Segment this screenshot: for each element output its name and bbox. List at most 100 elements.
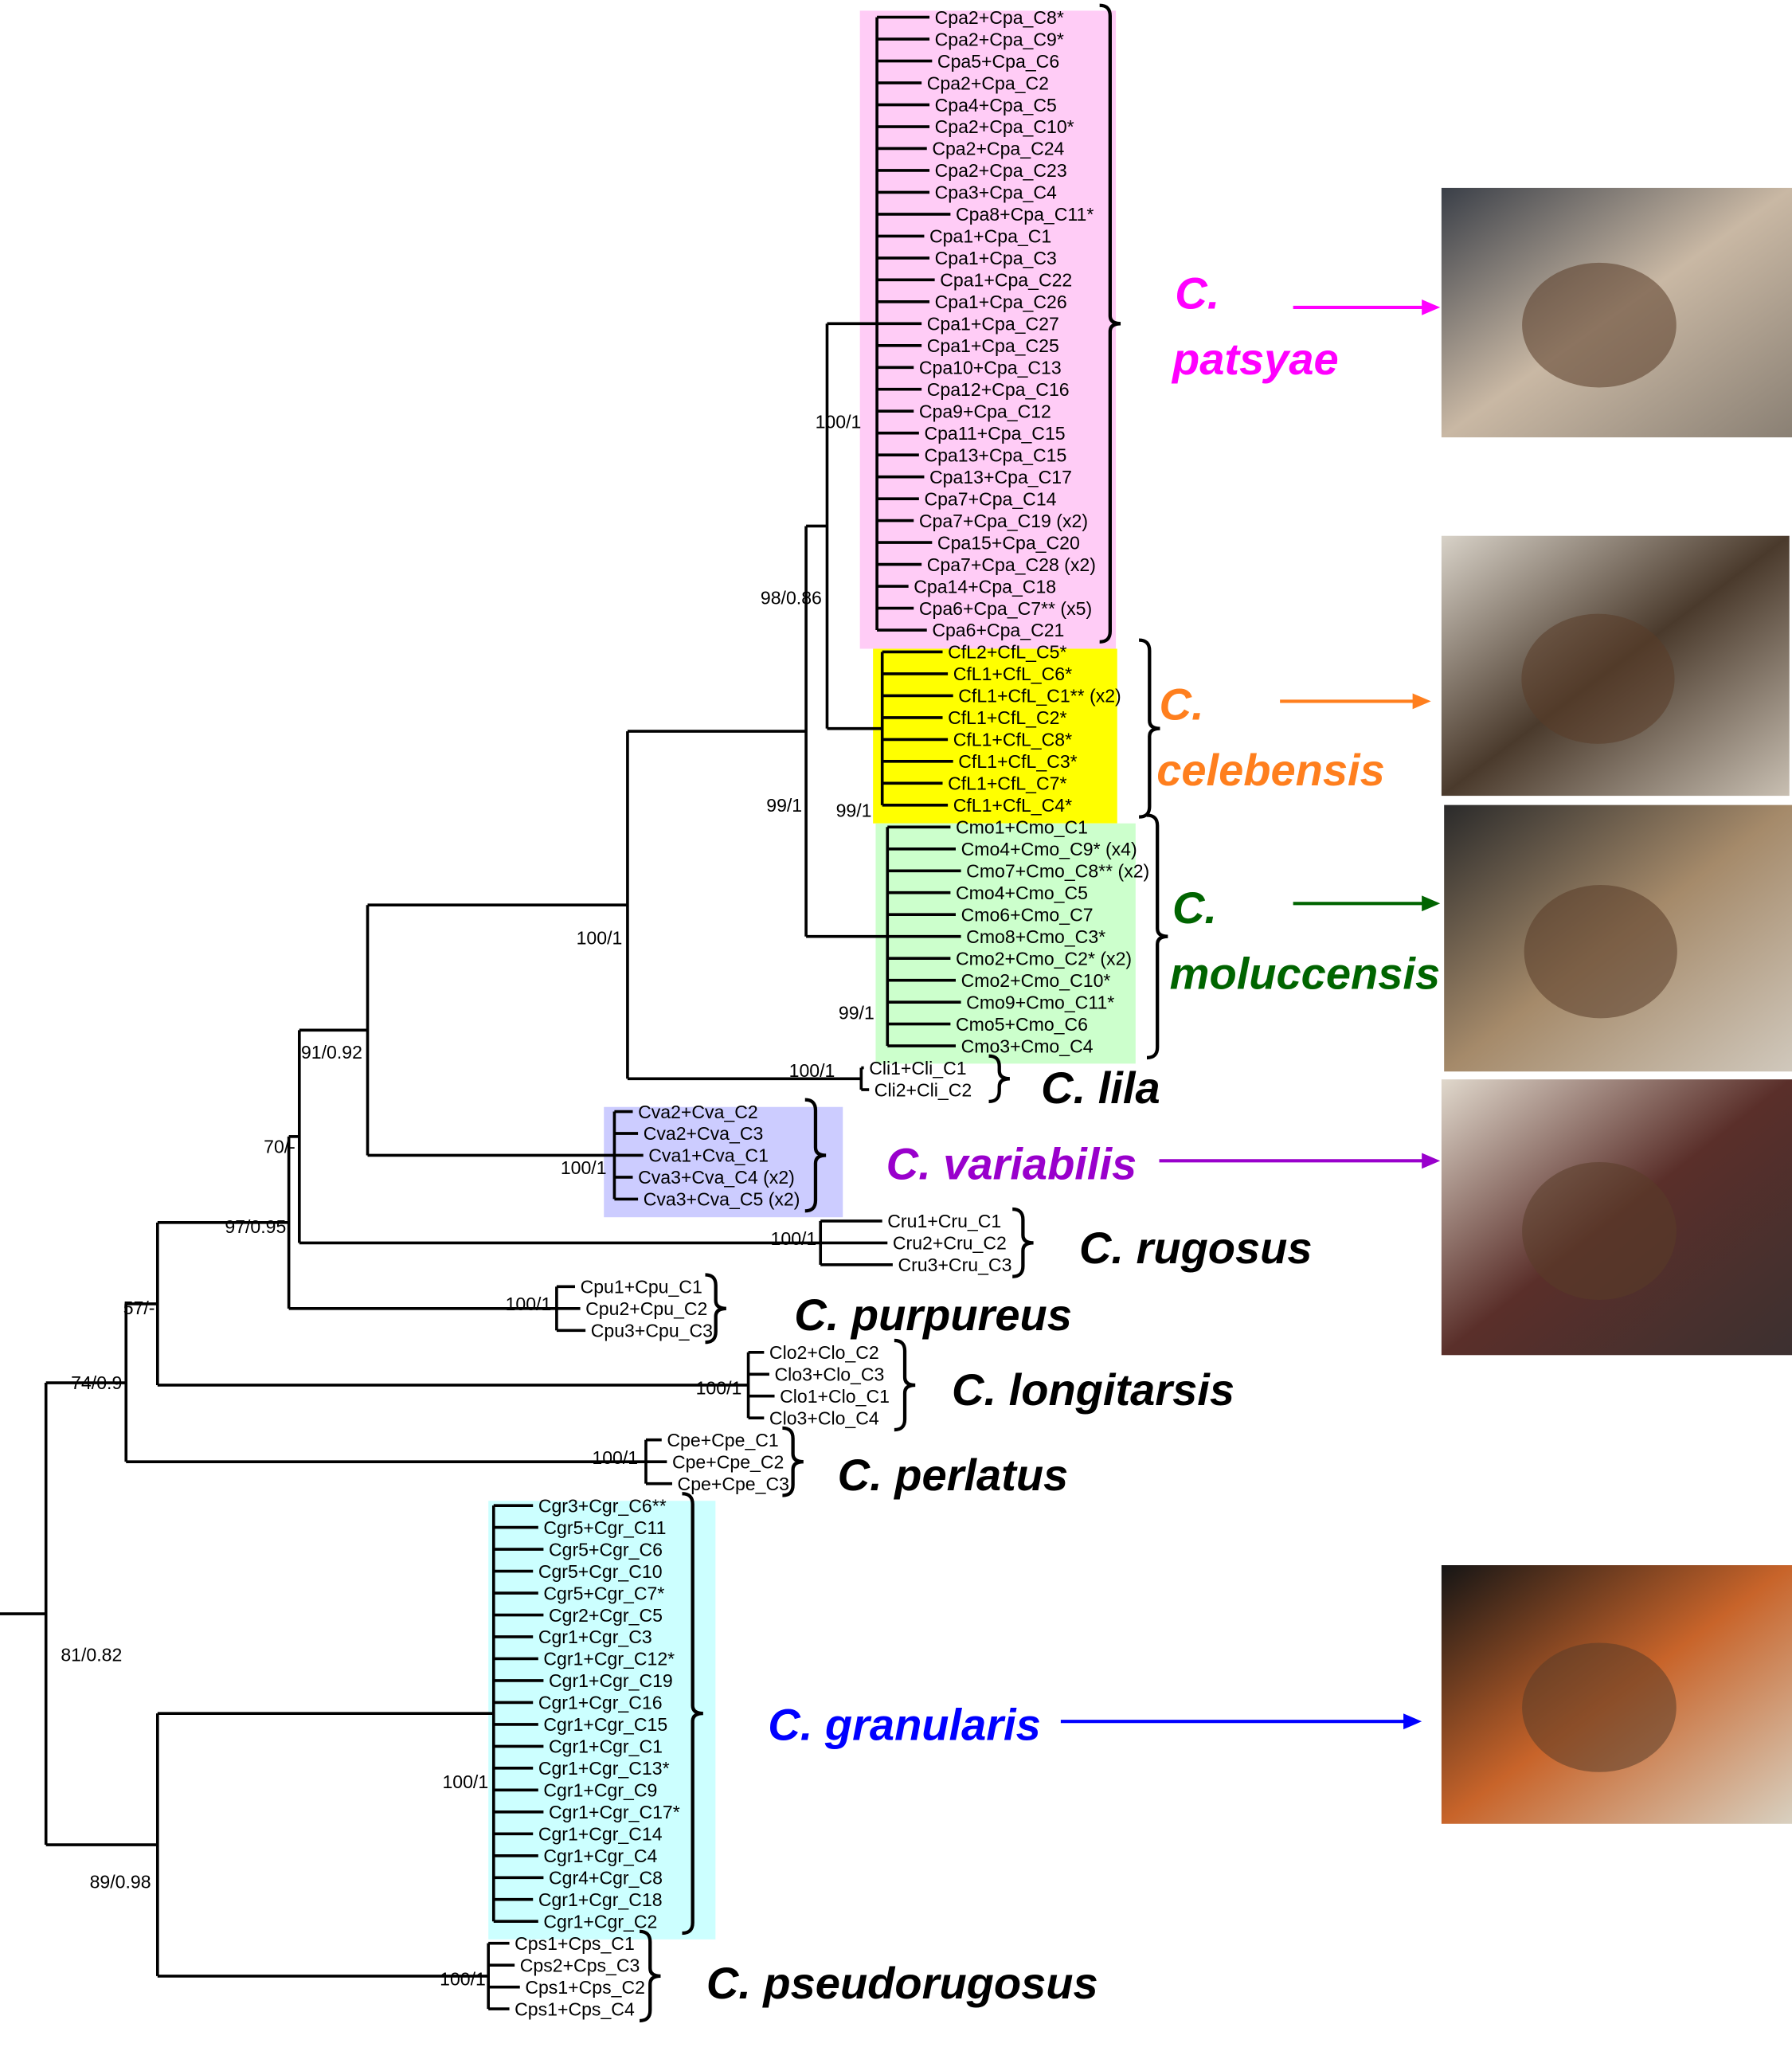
leaf-label: Clo2+Clo_C2 bbox=[769, 1342, 879, 1363]
support-value-perlatus: 100/1 bbox=[592, 1447, 638, 1468]
leaf-label: Cpe+Cpe_C1 bbox=[667, 1430, 778, 1450]
leaf-label: Cpu1+Cpu_C1 bbox=[581, 1277, 702, 1298]
support-value-rugosus: 100/1 bbox=[771, 1228, 817, 1249]
leaf-label: Cgr5+Cgr_C10 bbox=[538, 1561, 663, 1582]
species-label-moluccensis: C. bbox=[1172, 883, 1217, 933]
brace-purpureus bbox=[705, 1273, 726, 1345]
brace-lila bbox=[988, 1054, 1010, 1104]
leaf-label: Cpa13+Cpa_C17 bbox=[929, 467, 1072, 487]
leaf-label: Cpa2+Cpa_C23 bbox=[935, 160, 1067, 181]
leaf-label: Cmo1+Cmo_C1 bbox=[956, 817, 1088, 838]
leaf-label: Cmo5+Cmo_C6 bbox=[956, 1014, 1088, 1035]
leaf-label: CfL1+CfL_C3* bbox=[958, 751, 1077, 772]
support-value-longitarsis: 100/1 bbox=[696, 1378, 742, 1399]
leaf-label: Cpa2+Cpa_C24 bbox=[932, 139, 1064, 159]
arrow-head-granularis bbox=[1403, 1713, 1422, 1730]
hermit-crab-image bbox=[1522, 1161, 1677, 1301]
leaf-label: Cpa6+Cpa_C7** (x5) bbox=[919, 598, 1092, 619]
leaf-label: Cps2+Cps_C3 bbox=[520, 1955, 640, 1975]
leaf-label: Cgr1+Cgr_C17* bbox=[549, 1802, 680, 1822]
leaf-label: Cpa1+Cpa_C3 bbox=[935, 248, 1057, 268]
leaf-label: Cpu2+Cpu_C2 bbox=[585, 1298, 707, 1319]
leaf-label: Cru3+Cru_C3 bbox=[898, 1255, 1011, 1275]
leaf-label: Cpa10+Cpa_C13 bbox=[919, 358, 1062, 378]
species-label-celebensis: C. bbox=[1159, 679, 1203, 729]
leaf-label: Cmo7+Cmo_C8** (x2) bbox=[966, 861, 1149, 882]
leaf-label: CfL1+CfL_C7* bbox=[948, 773, 1066, 794]
species-label-longitarsis: C. longitarsis bbox=[952, 1364, 1234, 1415]
arrow-head-moluccensis bbox=[1422, 895, 1441, 912]
support-value-with-purpureus: 97/0.95 bbox=[225, 1216, 286, 1237]
leaf-label: Cva1+Cva_C1 bbox=[648, 1145, 769, 1166]
leaf-label: Cmo4+Cmo_C9* (x4) bbox=[961, 839, 1137, 859]
support-value-granularis: 100/1 bbox=[442, 1771, 488, 1792]
support-value-pseudorugosus: 100/1 bbox=[440, 1969, 486, 1990]
leaf-label: Cgr3+Cgr_C6** bbox=[538, 1495, 667, 1516]
brace-variabilis bbox=[804, 1098, 827, 1213]
leaf-label: Cpa9+Cpa_C12 bbox=[919, 401, 1051, 421]
leaf-label: CfL2+CfL_C5* bbox=[948, 642, 1066, 663]
support-value-moluccensis: 99/1 bbox=[839, 1002, 874, 1023]
leaf-label: Cpa4+Cpa_C5 bbox=[935, 95, 1057, 115]
brace-moluccensis bbox=[1146, 813, 1168, 1060]
species-label-perlatus: C. perlatus bbox=[838, 1450, 1069, 1500]
support-value-with-moluccensis: 99/1 bbox=[766, 795, 802, 816]
leaf-label: Cgr1+Cgr_C18 bbox=[538, 1889, 663, 1910]
leaf-label: Cli1+Cli_C1 bbox=[869, 1058, 966, 1078]
leaf-label: Cgr1+Cgr_C4 bbox=[543, 1846, 657, 1866]
support-value-granularis-pseudorugosus: 89/0.98 bbox=[90, 1872, 151, 1893]
leaf-label: Cpa1+Cpa_C26 bbox=[935, 292, 1067, 312]
leaf-label: Cmo2+Cmo_C10* bbox=[961, 970, 1111, 991]
leaf-label: Cpa1+Cpa_C22 bbox=[940, 270, 1072, 291]
hermit-crab-image bbox=[1522, 1642, 1677, 1772]
leaf-label: Cpa1+Cpa_C27 bbox=[927, 314, 1059, 335]
leaf-label: Cru2+Cru_C2 bbox=[893, 1233, 1007, 1254]
leaf-label: Cmo6+Cmo_C7 bbox=[961, 904, 1094, 925]
leaf-label: Cva2+Cva_C3 bbox=[644, 1123, 764, 1144]
hermit-crab-image bbox=[1522, 262, 1677, 388]
brace-rugosus bbox=[1012, 1207, 1034, 1278]
support-value-with-perlatus: 74/0.9 bbox=[71, 1372, 122, 1393]
leaf-label: Cmo2+Cmo_C2* (x2) bbox=[956, 948, 1132, 969]
leaf-label: Cva2+Cva_C2 bbox=[638, 1102, 758, 1122]
leaf-label: Cpa1+Cpa_C25 bbox=[927, 335, 1059, 356]
species-label-variabilis: C. variabilis bbox=[886, 1138, 1137, 1188]
hermit-crab-image bbox=[1521, 613, 1675, 744]
brace-granularis bbox=[682, 1492, 703, 1936]
leaf-label: CfL1+CfL_C4* bbox=[953, 795, 1072, 816]
leaf-label: CfL1+CfL_C1** (x2) bbox=[958, 686, 1121, 707]
support-value-lila: 100/1 bbox=[789, 1060, 835, 1081]
leaf-label: Cgr1+Cgr_C14 bbox=[538, 1824, 663, 1845]
leaf-label: Cpa2+Cpa_C2 bbox=[927, 72, 1049, 93]
species-label-patsyae: C. bbox=[1175, 268, 1219, 319]
leaf-label: Cpa3+Cpa_C4 bbox=[935, 182, 1057, 203]
support-value-with-longitarsis: 57/- bbox=[123, 1298, 155, 1318]
support-value-patsyae: 100/1 bbox=[816, 412, 862, 433]
species-label-rugosus: C. rugosus bbox=[1079, 1223, 1313, 1273]
support-value-with-rugosus: 70/- bbox=[264, 1136, 295, 1157]
leaf-label: Cpa1+Cpa_C1 bbox=[929, 226, 1051, 247]
leaf-label: CfL1+CfL_C8* bbox=[953, 730, 1072, 750]
leaf-label: Cpa14+Cpa_C18 bbox=[914, 576, 1056, 597]
leaf-label: Cgr1+Cgr_C19 bbox=[549, 1670, 673, 1691]
leaf-label: Cgr5+Cgr_C6 bbox=[549, 1539, 663, 1560]
leaf-label: Cgr2+Cgr_C5 bbox=[549, 1605, 663, 1626]
leaf-label: Cgr1+Cgr_C16 bbox=[538, 1693, 663, 1713]
support-value-root: 81/0.82 bbox=[61, 1644, 122, 1665]
leaf-label: Cpa7+Cpa_C19 (x2) bbox=[919, 511, 1088, 531]
leaf-label: Cpa2+Cpa_C8* bbox=[935, 7, 1064, 28]
species-label-granularis: C. granularis bbox=[768, 1699, 1041, 1749]
leaf-label: Cpa11+Cpa_C15 bbox=[924, 423, 1065, 444]
leaf-label: Cmo3+Cmo_C4 bbox=[961, 1035, 1094, 1056]
leaf-label: Cpa8+Cpa_C11* bbox=[956, 204, 1094, 225]
leaf-label: Cpa2+Cpa_C9* bbox=[935, 29, 1064, 49]
support-value-patsyae-celebensis: 98/0.86 bbox=[761, 587, 822, 608]
leaf-label: Cgr1+Cgr_C1 bbox=[549, 1736, 663, 1757]
leaf-label: Cps1+Cps_C2 bbox=[525, 1977, 645, 1998]
species-label-purpureus: C. purpureus bbox=[794, 1290, 1072, 1340]
leaf-label: Cpa5+Cpa_C6 bbox=[937, 51, 1059, 72]
leaf-label: Cgr1+Cgr_C13* bbox=[538, 1758, 670, 1779]
arrow-head-celebensis bbox=[1412, 693, 1431, 710]
